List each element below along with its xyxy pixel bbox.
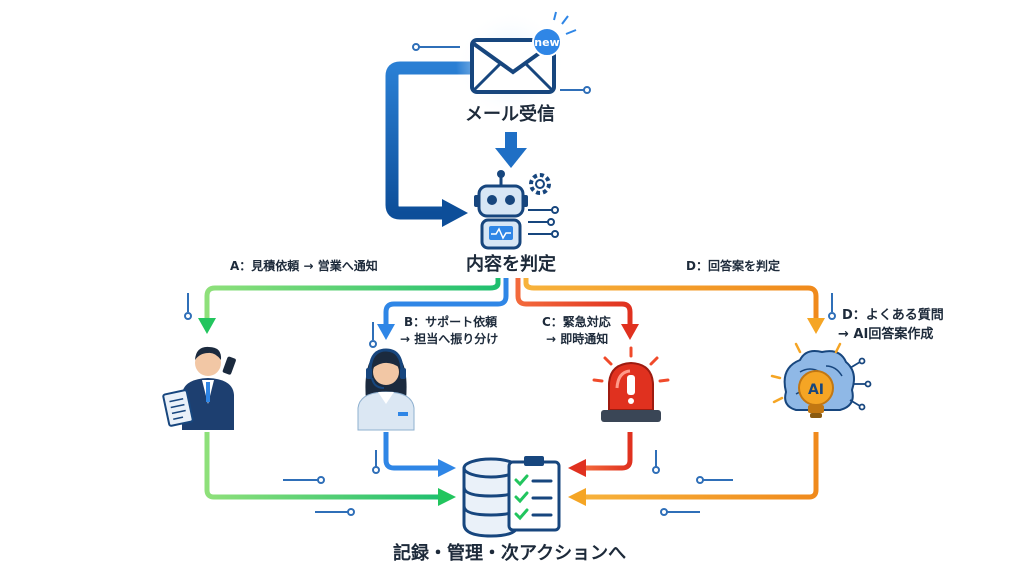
branch-b-label-line2: → 担当へ振り分け: [400, 332, 499, 346]
branch-c-label-line2: → 即時通知: [546, 332, 609, 346]
ai-brain-bulb-icon: AI: [770, 342, 872, 418]
ai-text: AI: [808, 382, 824, 398]
branch-a-label: A：見積依頼 → 営業へ通知: [230, 259, 378, 273]
down-arrow-head: [495, 148, 527, 168]
decor-connectors: [184, 43, 836, 516]
judge-label: 内容を判定: [466, 254, 556, 275]
branch-d-flow: [523, 278, 825, 506]
down-arrow-shaft: [505, 132, 517, 150]
branch-b-label-line1: B：サポート依頼: [404, 315, 498, 329]
support-operator-headset-icon: [357, 348, 415, 431]
branch-d-label-line1: D：よくある質問: [842, 308, 944, 323]
alarm-siren-icon: [592, 346, 670, 422]
branch-a-flow: [198, 278, 501, 506]
branch-d-top-label: D：回答案を判定: [686, 259, 780, 273]
database-checklist-icon: [462, 456, 561, 538]
mail-label: メール受信: [465, 104, 555, 125]
loop-arrowhead: [442, 199, 468, 227]
main-flow-arrows: [385, 61, 527, 227]
branch-d-label-line2: → AI回答案作成: [838, 327, 934, 342]
salesperson-phone-icon: [162, 346, 236, 430]
robot-gear-icon: [474, 170, 559, 250]
branch-b-flow: [377, 278, 509, 477]
new-badge-text: new: [534, 36, 559, 49]
branch-c-flow: [515, 278, 639, 477]
new-badge: new: [532, 11, 577, 57]
record-label: 記録・管理・次アクションへ: [393, 543, 627, 564]
branch-c-label-line1: C：緊急対応: [542, 315, 611, 329]
